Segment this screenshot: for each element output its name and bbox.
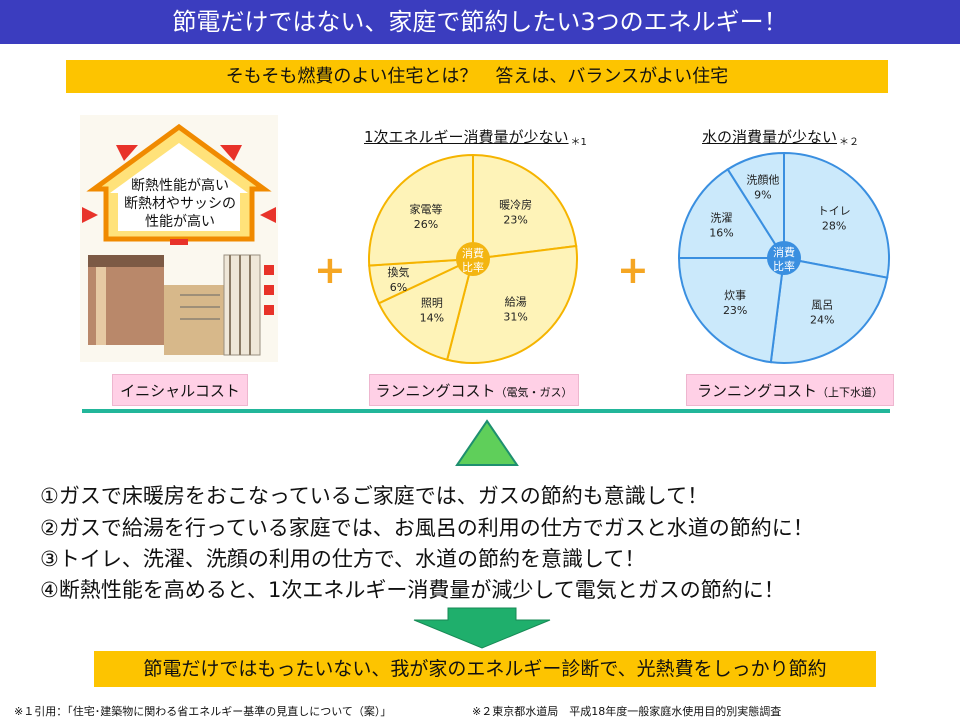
conclusion-banner: 節電だけではもったいない、我が家のエネルギー診断で、光熱費をしっかり節約 [94,651,876,687]
energy-heading: 1次エネルギー消費量が少ない＊1 [364,128,587,148]
water-slice-value: 16% [709,227,733,240]
water-slice-label: 炊事 [724,289,746,302]
footnote-2: ※２東京都水道局 平成18年度一般家庭水使用目的別実態調査 [472,705,782,718]
energy-center-label: 消費 [462,246,484,260]
water-pie-center [767,241,801,275]
water-slice [677,167,786,259]
water-heading: 水の消費量が少ない＊２ [702,128,860,148]
energy-slice [472,153,578,261]
subtitle-banner: そもそも燃費のよい住宅とは？ 答えは、バランスがよい住宅 [66,60,888,93]
message-1: ①ガスで床暖房をおこなっているご家庭では、ガスの節約も意識して！ [40,484,709,508]
house-insulation-image [80,115,278,362]
water-slice-label: 洗濯 [710,212,732,225]
water-slice-label: 風呂 [811,299,833,312]
energy-slice-value: 6% [390,281,407,294]
up-triangle-icon [455,419,519,466]
water-running-cost-label: ランニングコスト（上下水道） [686,374,894,406]
energy-slice [445,244,578,364]
energy-slice-value: 23% [503,214,527,227]
energy-center-label: 比率 [462,260,484,274]
water-slice [769,256,889,364]
energy-slice-value: 31% [503,310,527,323]
water-slice-value: 24% [810,314,834,327]
energy-slice-label: 換気 [387,265,409,279]
energy-slice-value: 14% [420,312,444,325]
initial-cost-label: イニシャルコスト [112,374,248,406]
water-slice [677,257,786,364]
plus-sign: + [617,248,649,292]
water-slice-label: 洗顔他 [746,172,779,186]
energy-pie-chart: 暖冷房 23% 給湯 31% 照明 14% 換気 6% 家電等 26% 消費 比率 [368,153,578,364]
house-callout-line2: 断熱材やサッシの [124,196,236,212]
water-center-label: 比率 [773,259,795,273]
energy-slice-label: 給湯 [505,294,527,308]
message-3: ③トイレ、洗濯、洗顔の利用の仕方で、水道の節約を意識して！ [40,547,646,571]
footnote-1: ※１引用：「住宅･建築物に関わる省エネルギー基準の見直しについて（案）」 [14,705,392,718]
water-center-label: 消費 [773,245,795,259]
energy-pie-center [456,242,490,276]
house-callout-line3: 性能が高い [145,214,215,230]
plus-sign: + [314,248,346,292]
energy-slice-value: 26% [414,218,438,231]
energy-slice-label: 照明 [421,297,443,310]
energy-slice-label: 家電等 [409,202,442,216]
house-callout-line1: 断熱性能が高い [131,178,229,194]
energy-slice [377,257,475,361]
water-slice [783,151,890,279]
water-slice-value: 28% [822,220,846,233]
balance-divider [82,409,890,413]
message-4: ④断熱性能を高めると、1次エネルギー消費量が減少して電気とガスの節約に！ [40,578,785,602]
page-title: 節電だけではない、家庭で節約したい3つのエネルギー！ [0,0,960,44]
water-pie-chart: トイレ 28% 風呂 24% 炊事 23% 洗濯 16% 洗顔他 9% 消費 比率 [677,151,890,364]
down-arrow-icon [413,607,551,649]
message-2: ②ガスで給湯を行っている家庭では、お風呂の利用の仕方でガスと水道の節約に！ [40,516,814,540]
water-slice [726,151,785,262]
energy-slice [368,153,474,267]
water-slice-value: 23% [723,304,747,317]
house-illustration: 断熱性能が高い 断熱材やサッシの 性能が高い [80,115,278,362]
energy-running-cost-label: ランニングコスト（電気・ガス） [369,374,579,406]
energy-slice-label: 暖冷房 [499,199,532,212]
water-slice-label: トイレ [818,205,851,218]
water-slice-value: 9% [754,188,771,201]
